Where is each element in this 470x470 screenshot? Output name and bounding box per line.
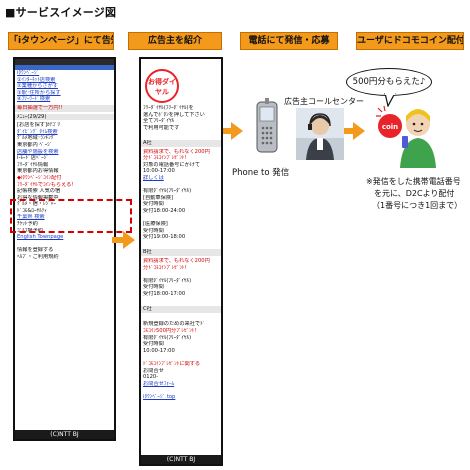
screen-line: ③駅･住所から探す bbox=[17, 89, 61, 96]
screen-line: 資料請求で、もれなく200円 bbox=[143, 148, 210, 155]
screen-line: ﾀﾞｲﾋﾞﾝｸﾞ ﾀｲﾑ検索 bbox=[17, 128, 58, 135]
screen-line: B社 bbox=[141, 249, 221, 257]
screen-line: 東京都内 ﾍﾟｰｼﾞ bbox=[17, 141, 53, 148]
screen-line: ④ﾌﾘｰﾜｰﾄﾞ検索 bbox=[17, 96, 51, 103]
otoku-dial-logo: お得ダイヤル bbox=[145, 69, 179, 103]
screen-line: 選んでﾎﾞﾀﾝを押して下さい bbox=[143, 111, 205, 118]
screen-line: ﾌﾘｰﾀﾞｲﾔﾙでｺｲﾝもらえる! bbox=[17, 181, 74, 188]
svg-text:coin: coin bbox=[382, 123, 398, 131]
screen-line: お問合せ bbox=[143, 367, 164, 374]
screen-line bbox=[141, 271, 221, 278]
screen-line: 有限ﾀﾞｲﾔﾙ(ﾌﾘｰﾀﾞｲﾔﾙ) bbox=[143, 334, 192, 341]
step-2-header: 広告主を紹介 bbox=[128, 32, 222, 50]
happy-user-illustration: coin bbox=[376, 105, 436, 168]
screen-line: ﾁｹｯﾄ予約 bbox=[17, 221, 38, 228]
screen-line: A社 bbox=[141, 139, 221, 147]
advertiser-list: ﾌﾘｰﾀﾞｲﾔﾙ(ﾌﾘｰﾀﾞｲﾔﾙ)を選んでﾎﾞﾀﾝを押して下さい全てﾌﾘｰﾀﾞ… bbox=[141, 105, 221, 401]
screen-line: 千葉県 検索 bbox=[17, 214, 45, 221]
screen-line: ﾌﾘｰﾀﾞｲﾔﾙ(ﾌﾘｰﾀﾞｲﾔﾙ)を bbox=[143, 105, 194, 111]
screen-line: 10:00-17:00 bbox=[143, 168, 175, 175]
screen-line: ﾒﾆｭｰ(29/29) bbox=[15, 113, 114, 121]
step-4-header: ユーザにドコモコイン配付 bbox=[356, 32, 464, 50]
screen-line bbox=[141, 315, 221, 322]
screen-line: ②業種からさがす bbox=[17, 83, 58, 90]
screen-line: 新規登録のための来社でﾄﾞ bbox=[143, 321, 206, 328]
screen-line bbox=[141, 241, 221, 248]
screen-line: [自動車保険] bbox=[143, 194, 173, 201]
screen-line: 受付時間 bbox=[143, 201, 164, 208]
screen-line bbox=[15, 241, 114, 248]
screen-line: English Townpage bbox=[17, 234, 64, 241]
screen-line: 0120- bbox=[143, 374, 159, 381]
screen-line: 受付時間 bbox=[143, 227, 164, 234]
advertiser-phone-screen: お得ダイヤル ﾌﾘｰﾀﾞｲﾔﾙ(ﾌﾘｰﾀﾞｲﾔﾙ)を選んでﾎﾞﾀﾝを押して下さい… bbox=[139, 57, 223, 466]
screen-line bbox=[141, 215, 221, 222]
reward-note-line-2: を元に、D2Cより配付 bbox=[374, 189, 455, 198]
screen-line: 受付時間 bbox=[143, 341, 164, 348]
screen-line: お問合せﾌｫｰﾑ bbox=[143, 380, 175, 387]
screen-line: 記帳検索 人気の宿 bbox=[17, 188, 61, 195]
screen-line: で利用可能です bbox=[143, 124, 180, 131]
screen-line: 有限ﾀﾞｲﾔﾙ(ﾌﾘｰﾀﾞｲﾔﾙ) bbox=[143, 188, 192, 195]
screen-line: 資料請求で、もれなく200円 bbox=[143, 258, 210, 265]
call-center-label: 広告主コールセンター bbox=[284, 97, 364, 106]
highlight-box bbox=[10, 199, 132, 233]
screen-line: ①ｲﾝﾀｰﾈｯﾄ店検索 bbox=[17, 76, 56, 83]
screen-line: お得な情報掲載中 bbox=[17, 194, 59, 201]
arrow-right-icon bbox=[123, 231, 135, 249]
screen-line bbox=[141, 354, 221, 361]
screen-line: 対象の電話番号にかけて bbox=[143, 161, 201, 168]
screen-line bbox=[141, 387, 221, 394]
phone-to-label: Phone to 発信 bbox=[232, 168, 290, 178]
screen-line: 受付19:00-18:00 bbox=[143, 234, 186, 241]
screen-line: 受付18:00-17:00 bbox=[143, 291, 186, 298]
screen-line: [医療保険] bbox=[143, 221, 168, 228]
screen-line: ﾍﾙﾌﾟ・ご利用規約 bbox=[17, 254, 59, 261]
screen-line: 店舗や施設を検索 bbox=[17, 148, 59, 155]
screen-line: ◆iﾀｳﾝﾍﾟｰｼﾞｺｲﾝ配付 bbox=[17, 174, 62, 181]
step-3-header: 電話にて発信・応募 bbox=[240, 32, 338, 50]
screen-line: 受付時間 bbox=[143, 284, 164, 291]
screen-line: iﾀｳﾝﾍﾟｰｼﾞ bbox=[17, 70, 40, 76]
call-center-operator-photo bbox=[296, 108, 344, 160]
screen-line: 詳しくは bbox=[143, 174, 164, 181]
screen-line: 分ﾄﾞｺﾓｺｲﾝﾌﾟﾚｾﾞﾝﾄ! bbox=[143, 264, 187, 271]
arrow-right-icon bbox=[353, 122, 365, 140]
screen-line: 10:00-17:00 bbox=[143, 347, 175, 354]
screen-line: 有限ﾀﾞｲﾔﾙ(ﾌﾘｰﾀﾞｲﾔﾙ) bbox=[143, 277, 192, 284]
screen-line: ﾄﾞｺﾓ&ﾛｰﾔﾙﾃｨ bbox=[17, 207, 47, 214]
mobile-phone-icon bbox=[256, 98, 278, 153]
screen-line: ｺﾞﾙﾌ場予約 bbox=[17, 227, 43, 234]
screen-line: 東京都内お得情報 bbox=[17, 168, 59, 175]
reward-note-line-3: （1番号につき1回まで） bbox=[372, 201, 463, 210]
screen-line: 毎日抽選で一万円!! bbox=[15, 104, 114, 112]
screen-line: ﾄﾞｺﾓｺｲﾝﾌﾟﾚｾﾞﾝﾄに関する bbox=[143, 360, 201, 367]
screen-line: 全てﾌﾘｰﾀﾞｲﾔﾙ bbox=[143, 118, 175, 125]
screen-line: iﾀｳﾝﾍﾟｰｼﾞ top bbox=[143, 393, 176, 400]
screen-line: 受付18:00-24:00 bbox=[143, 207, 186, 214]
screen-line: i-ﾓｰﾄﾞ店ﾍﾟｰｼﾞ bbox=[17, 155, 49, 162]
diagram-title: ■サービスイメージ図 bbox=[5, 6, 117, 19]
screen-line: 分ﾄﾞｺﾓｺｲﾝﾌﾟﾚｾﾞﾝﾄ! bbox=[143, 155, 187, 162]
screen-line bbox=[141, 298, 221, 305]
screen-line: ｺﾓｺｲﾝ500円分ﾌﾟﾚｾﾞﾝﾄ! bbox=[143, 328, 197, 334]
screen-line: ｸﾞﾙﾒ・宿・ﾚｼﾞｬｰ bbox=[17, 201, 56, 208]
townpage-footer: (C)NTT BJ bbox=[15, 430, 114, 439]
screen-line: [お店を探す]ｶﾃｺﾞﾘ bbox=[17, 122, 60, 129]
reward-speech-bubble: 500円分もらえた♪ bbox=[346, 68, 432, 96]
screen-line: ﾌﾘｰﾀﾞｲﾔﾙ情報 bbox=[17, 161, 49, 168]
arrow-right-icon bbox=[231, 122, 243, 140]
screen-line: 情報を登録する bbox=[17, 247, 54, 254]
reward-note-line-1: ※発信をした携帯電話番号 bbox=[366, 177, 461, 186]
screen-line: C社 bbox=[141, 306, 221, 313]
screen-line bbox=[141, 131, 221, 138]
step-1-header: 「iタウンページ」にて告知 bbox=[8, 32, 114, 50]
advertiser-footer: (C)NTT BJ bbox=[141, 455, 221, 464]
screen-line: ｸﾞﾙﾒ地域･ﾗﾝｷﾝｸﾞ bbox=[17, 135, 56, 142]
screen-line bbox=[141, 182, 221, 189]
